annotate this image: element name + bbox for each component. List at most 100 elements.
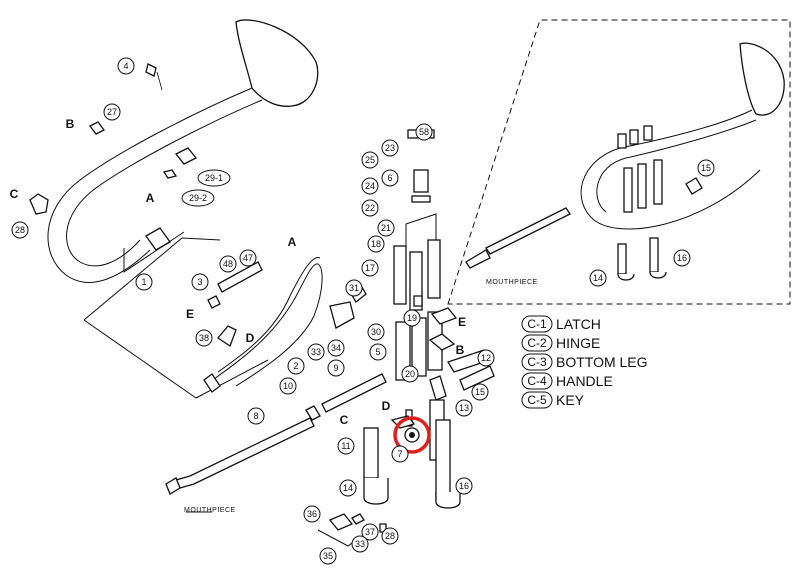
legend-code: C-5 xyxy=(527,393,547,407)
legend-name: KEY xyxy=(556,392,585,408)
callout-number: 23 xyxy=(385,143,395,153)
callout-number: 2 xyxy=(293,361,298,371)
callout-14: 14 xyxy=(589,269,607,287)
callout-number: 17 xyxy=(365,263,375,273)
highlight-circle xyxy=(393,416,431,454)
callout-number: 48 xyxy=(223,259,233,269)
letter-marker-B: B xyxy=(456,343,465,357)
callout-29-1: 29-1 xyxy=(197,169,231,187)
letter-marker-C: C xyxy=(10,187,19,201)
callout-9: 9 xyxy=(327,359,345,377)
letter-marker-B: B xyxy=(66,117,75,131)
tuning-slide xyxy=(203,257,323,393)
callout-4: 4 xyxy=(117,57,135,75)
callout-5: 5 xyxy=(369,343,387,361)
letter-marker-A: A xyxy=(146,191,155,205)
callout-28: 28 xyxy=(381,527,399,545)
callout-number: 5 xyxy=(375,347,380,357)
callout-number: 36 xyxy=(307,509,317,519)
callout-number: 31 xyxy=(349,283,359,293)
legend-code: C-4 xyxy=(527,374,547,388)
bell-assembly xyxy=(29,19,319,283)
callout-38: 38 xyxy=(195,329,213,347)
callout-15: 15 xyxy=(471,383,489,401)
callout-27: 27 xyxy=(103,103,121,121)
assembly-outline xyxy=(83,237,269,399)
legend-name: HANDLE xyxy=(556,373,613,389)
callout-37: 37 xyxy=(361,523,379,541)
callout-29-2: 29-2 xyxy=(181,189,215,207)
callout-number: 21 xyxy=(381,223,391,233)
callout-number: 38 xyxy=(199,333,209,343)
legend-row: C-1 LATCH xyxy=(521,315,601,333)
callout-number: 6 xyxy=(387,173,392,183)
callout-number: 47 xyxy=(243,253,253,263)
callout-number: 3 xyxy=(197,277,202,287)
callout-12: 12 xyxy=(477,349,495,367)
letter-marker-A: A xyxy=(288,235,297,249)
callout-number: 19 xyxy=(407,313,417,323)
legend-name: LATCH xyxy=(556,316,601,332)
callout-14: 14 xyxy=(339,479,357,497)
inset-mouthpiece-label: MOUTHPIECE xyxy=(486,279,538,286)
callout-number: 15 xyxy=(701,163,711,173)
callout-number: 11 xyxy=(341,441,350,451)
callout-15: 15 xyxy=(697,159,715,177)
callout-36: 36 xyxy=(303,505,321,523)
callout-17: 17 xyxy=(361,259,379,277)
callout-7: 7 xyxy=(391,445,409,463)
legend-code: C-3 xyxy=(527,355,547,369)
callout-11: 11 xyxy=(337,437,355,455)
callout-8: 8 xyxy=(247,407,265,425)
callout-number: 58 xyxy=(419,127,429,137)
callout-number: 4 xyxy=(123,61,128,71)
callout-number: 20 xyxy=(405,369,415,379)
callout-35: 35 xyxy=(319,547,337,565)
letter-marker-C: C xyxy=(340,413,349,427)
callout-number: 25 xyxy=(365,155,375,165)
legend-code: C-1 xyxy=(527,317,547,331)
callout-number: 29-2 xyxy=(189,193,207,203)
valve-cap-center xyxy=(409,432,415,438)
letter-marker-E: E xyxy=(458,315,466,329)
callout-number: 28 xyxy=(385,531,395,541)
callout-10: 10 xyxy=(279,377,297,395)
callout-22: 22 xyxy=(361,199,379,217)
callout-number: 33 xyxy=(355,539,365,549)
callout-34: 34 xyxy=(327,339,345,357)
callout-number: 8 xyxy=(253,411,258,421)
callout-24: 24 xyxy=(361,177,379,195)
part-callouts: 1234567891011121314151617181920212223242… xyxy=(11,57,715,565)
callout-28: 28 xyxy=(11,221,29,239)
legend-row: C-2 HINGE xyxy=(521,334,600,352)
legend-code: C-2 xyxy=(527,336,547,350)
callout-number: 29-1 xyxy=(205,173,223,183)
callout-3: 3 xyxy=(191,273,209,291)
callout-31: 31 xyxy=(345,279,363,297)
mouthpiece-label: MOUTHPIECE xyxy=(184,507,236,514)
callout-13: 13 xyxy=(455,399,473,417)
callout-number: 9 xyxy=(333,363,338,373)
legend-name: HINGE xyxy=(556,335,600,351)
callout-number: 12 xyxy=(481,353,491,363)
inset-bugle xyxy=(465,42,785,281)
callout-number: 24 xyxy=(365,181,375,191)
callout-number: 18 xyxy=(371,239,381,249)
callout-47: 47 xyxy=(239,249,257,267)
callout-20: 20 xyxy=(401,365,419,383)
callout-number: 28 xyxy=(15,225,25,235)
callout-number: 16 xyxy=(459,481,469,491)
letter-marker-D: D xyxy=(382,399,391,413)
callout-18: 18 xyxy=(367,235,385,253)
legend-row: C-5 KEY xyxy=(521,391,585,409)
callout-number: 35 xyxy=(323,551,333,561)
callout-58: 58 xyxy=(415,123,433,141)
callout-33: 33 xyxy=(351,535,369,553)
callout-number: 15 xyxy=(475,387,485,397)
callout-number: 37 xyxy=(365,527,375,537)
callout-number: 22 xyxy=(365,203,375,213)
